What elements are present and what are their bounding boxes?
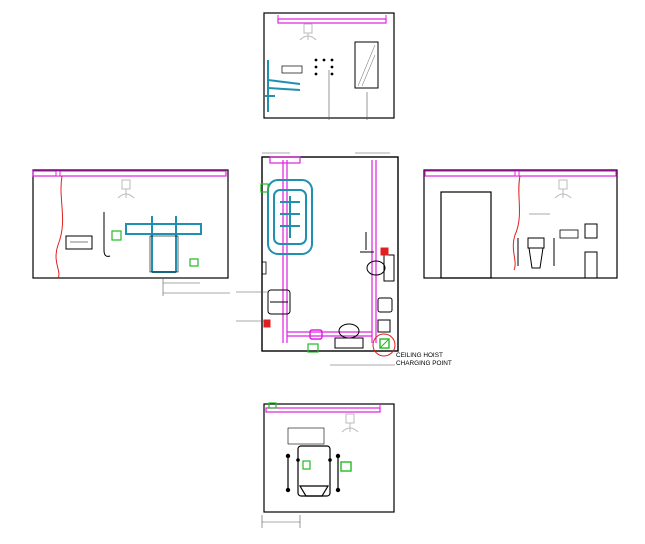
charging-point-label-line1: CEILING HOIST — [396, 352, 443, 359]
charging-point-label-line2: CHARGING POINT — [396, 360, 452, 367]
bottom-elevation-fixings — [285, 453, 341, 493]
bottom-elevation-hoist-track — [265, 407, 381, 413]
top-elevation-hoist-track — [277, 18, 387, 24]
right-elevation-door — [440, 191, 492, 279]
bottom-elevation-basin-frame — [287, 445, 339, 497]
floor-plan-alarm-cord — [263, 319, 271, 328]
charging-point-marker — [372, 333, 396, 357]
bottom-elevation-hoist-icon — [341, 413, 359, 433]
floor-plan-hoist-motor — [309, 329, 323, 340]
left-elevation-shower-seat — [65, 235, 93, 250]
right-elevation-hoist-track — [424, 170, 617, 177]
right-elevation-bin — [584, 251, 598, 279]
left-elevation-hoist-track — [32, 170, 227, 177]
bottom-elevation-outline — [263, 403, 395, 513]
left-elevation-strap — [55, 175, 64, 279]
floor-plan-changing-bench — [267, 179, 313, 255]
right-elevation-strap — [512, 175, 521, 271]
top-elevation-mirror — [354, 41, 379, 89]
top-elevation-hoist-icon — [299, 23, 317, 41]
floor-plan-toilet — [366, 254, 395, 282]
floor-plan-charging-point-symbol — [379, 338, 390, 349]
floor-plan-outline — [261, 156, 399, 352]
top-elevation — [263, 12, 395, 120]
right-elevation — [423, 169, 618, 279]
right-elevation-grab-rails — [517, 238, 555, 266]
floor-plan-grab-rails — [360, 232, 393, 313]
floor-plan-basin — [334, 323, 364, 349]
left-elevation-hoist-icon — [117, 179, 135, 199]
right-elevation-toilet — [527, 237, 545, 269]
floor-plan — [236, 152, 399, 366]
top-elevation-bench — [265, 60, 301, 112]
left-elevation-shower — [103, 212, 111, 257]
top-elevation-dots — [314, 58, 334, 76]
left-elevation-outline — [32, 169, 229, 279]
right-elevation-paper-dispenser — [584, 223, 598, 239]
bottom-elevation — [261, 402, 395, 528]
right-elevation-hoist-icon — [554, 179, 572, 199]
floor-plan-hoist-tracks — [269, 156, 377, 343]
floor-plan-shower-seat — [267, 289, 291, 315]
left-elevation-green-indicator — [111, 230, 122, 241]
right-elevation-outline — [423, 169, 618, 279]
left-elevation — [32, 169, 230, 296]
